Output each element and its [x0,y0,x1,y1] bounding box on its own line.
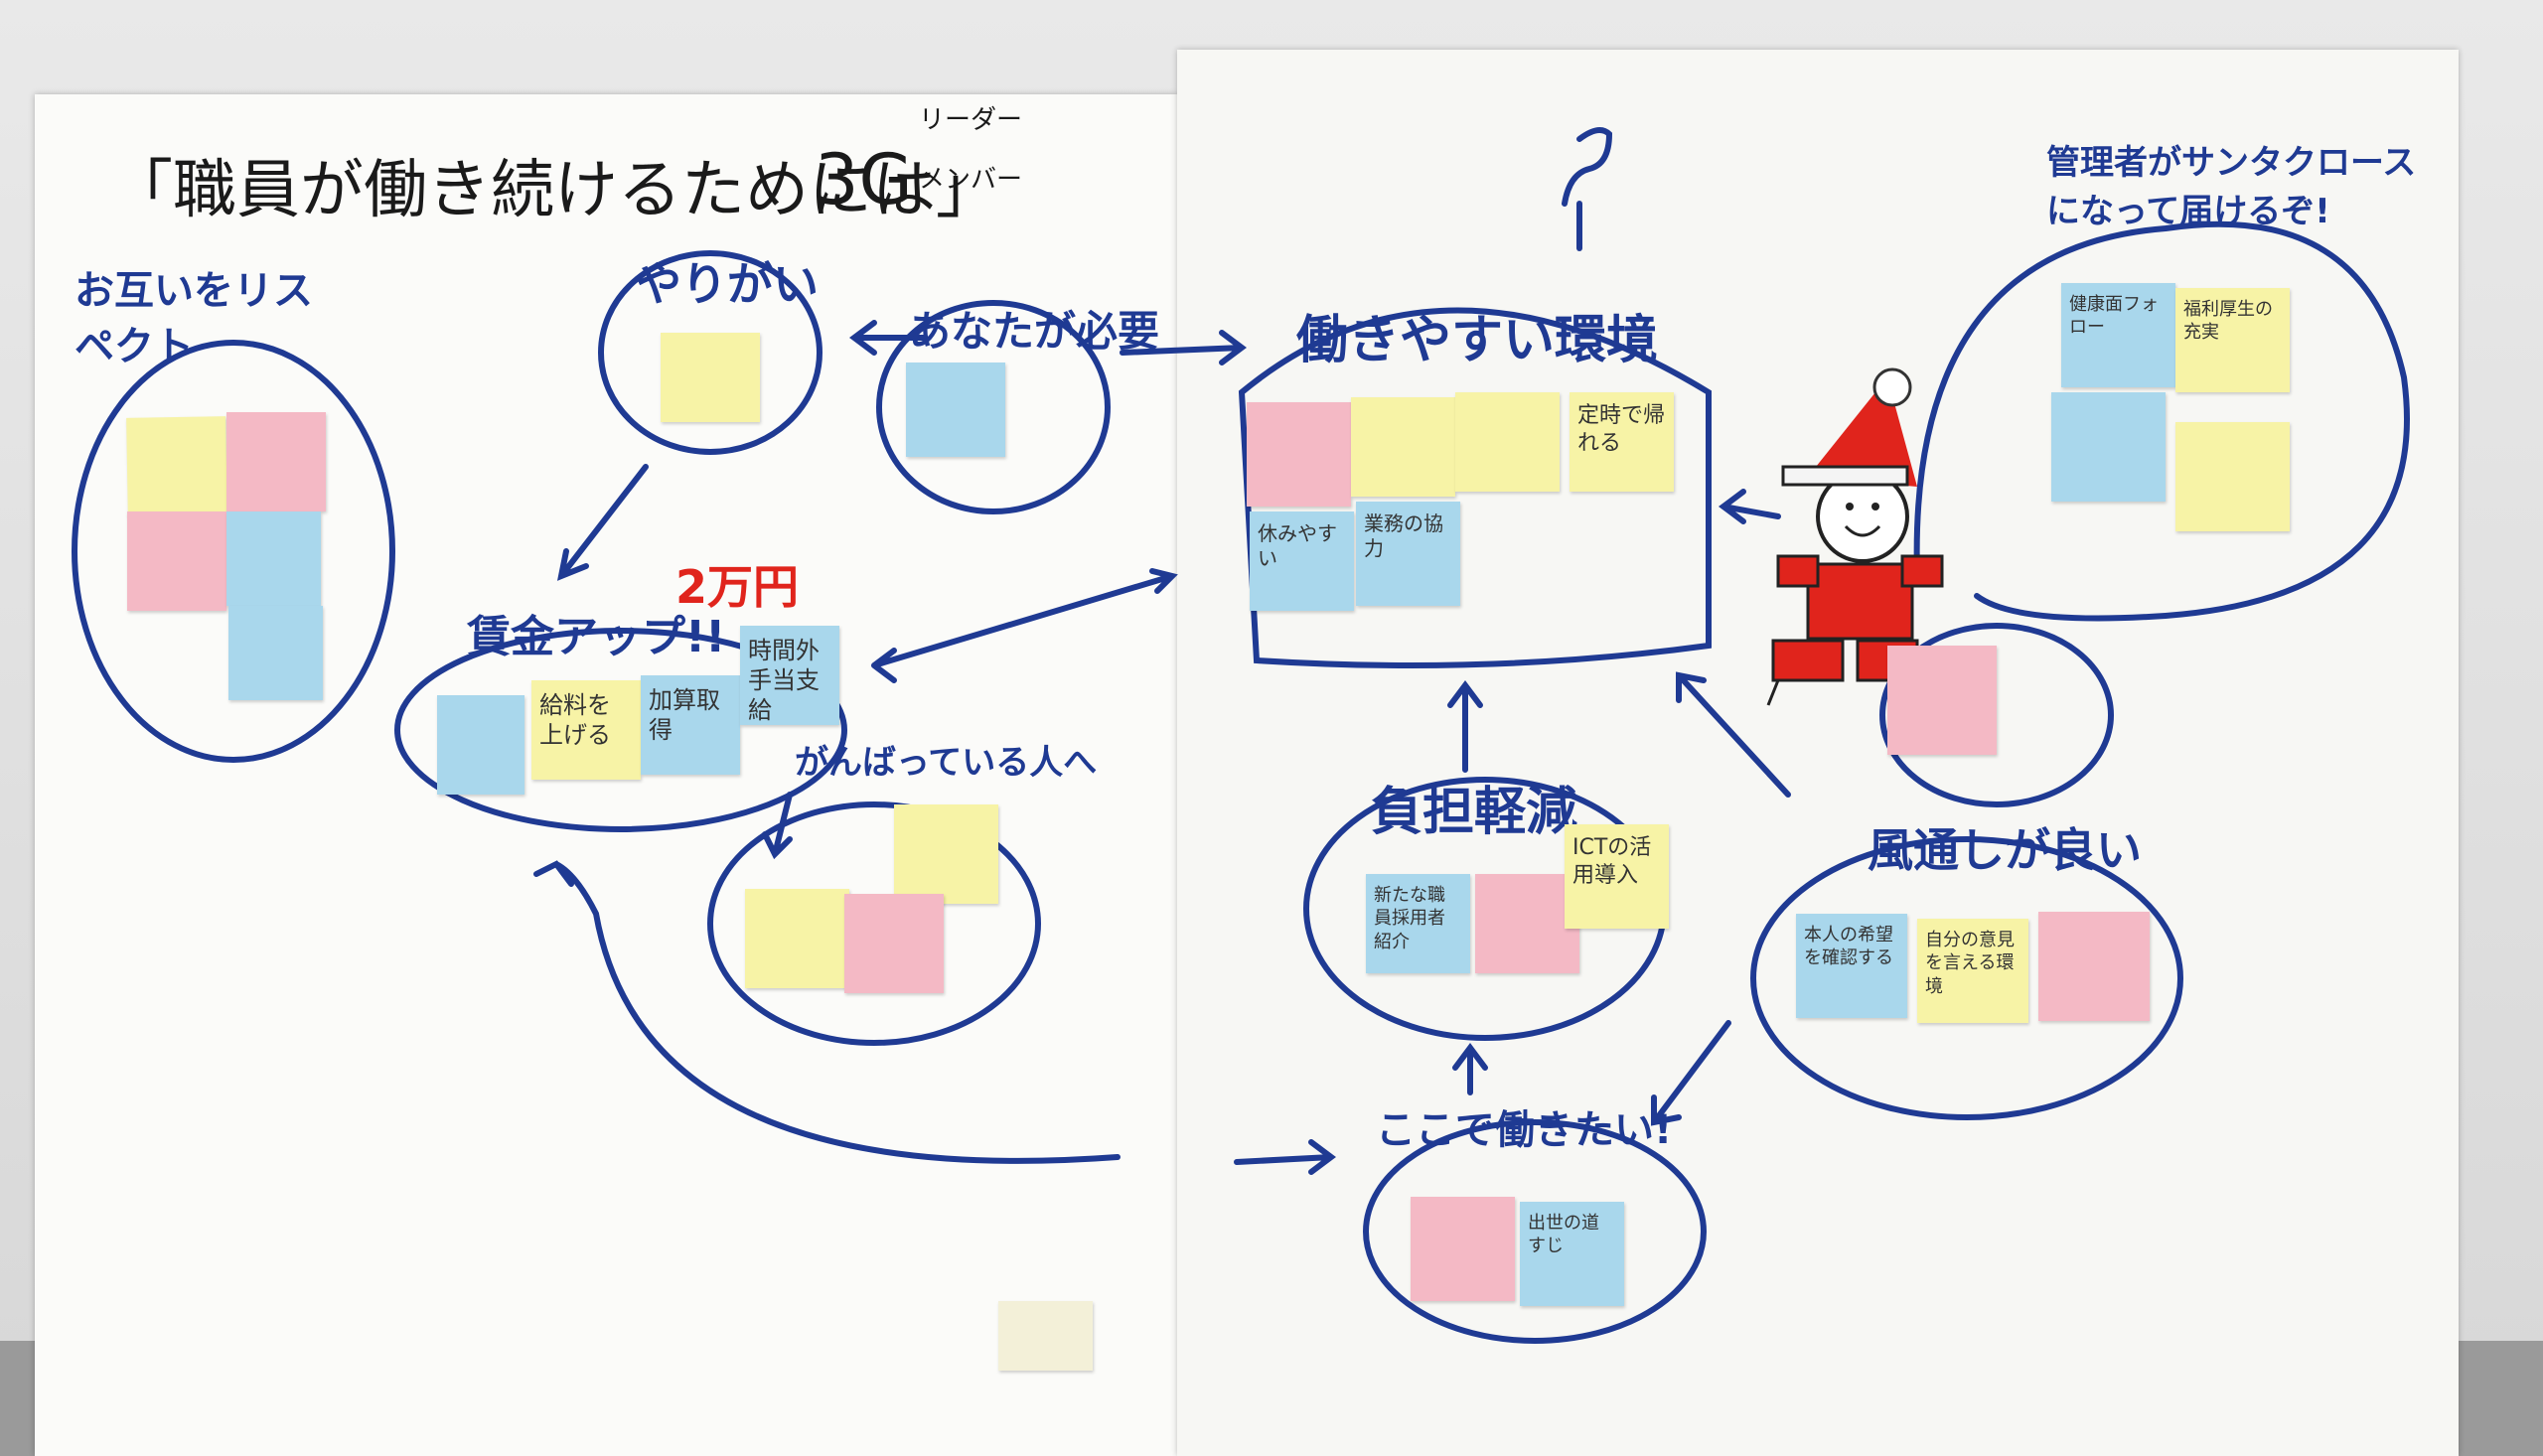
house-outline [1238,307,1712,668]
group-label: 3G [815,139,913,220]
yarigai-heading: やりがい [636,257,819,311]
arrow-wage-kankyo [871,568,1178,683]
arrow-anata-yarigai [849,320,927,356]
note-shusse: 出世の道すじ [1520,1202,1624,1306]
koko-oval [1363,1119,1707,1344]
leader-label: リーダー [919,105,1023,135]
respect-heading: お互いをリスペクト [75,268,313,369]
note-kyuryo: 給料を上げる [531,680,641,780]
note-teiji: 定時で帰れる [1570,392,1674,492]
kazetoshi-heading: 風通しが良い [1868,823,2142,877]
ganbaru-heading: がんばっている人へ [795,743,1098,783]
santa-note-oval [1879,623,2114,807]
sticky-note [894,804,998,904]
sticky-note [745,889,849,988]
anata-oval [876,300,1111,514]
arrow-kaze-koko [1651,1020,1731,1126]
sticky-note [127,511,226,611]
koko-heading: ここで働きたい! [1376,1107,1673,1153]
arrow-ganbaru-down [762,792,793,860]
note-shinki: 新たな職員採用者紹介 [1366,874,1470,973]
arrow-santa-kankyo [1719,489,1781,524]
note-jikangai: 時間外手当支給 [740,626,839,725]
santa-cloud [1913,220,2410,622]
note-iken: 自分の意見を言える環境 [1917,919,2028,1023]
arrow-kaze-kankyo [1676,671,1791,798]
sticky-note [1411,1197,1515,1301]
ganbaru-oval [707,801,1041,1046]
arrow-yarigai-wage [556,464,649,581]
board-title: 「職員が働き続けるためには」 [109,154,999,227]
smoke [1562,127,1613,207]
sticky-note [228,606,323,700]
note-kasan: 加算取得 [641,675,740,775]
respect-oval [72,340,395,763]
sticky-note [1475,874,1579,973]
note-fukuri: 福利厚生の充実 [2175,288,2290,392]
wage-oval [394,628,847,832]
sticky-note [2175,422,2290,531]
note-honnin: 本人の希望を確認する [1796,914,1907,1018]
sticky-note [126,416,227,517]
santa-figure [1766,367,1944,706]
arrow-koko-futan [1452,1043,1488,1095]
blank-note [998,1301,1093,1371]
anata-heading: あなたが必要 [909,307,1160,356]
sticky-note [437,695,524,795]
sticky-note [2051,392,2166,502]
sticky-note [226,511,321,606]
sticky-note [1887,646,1997,755]
sticky-note [2038,912,2150,1021]
arrow-to-koko [1234,1139,1336,1175]
sticky-note [226,412,326,511]
sticky-note [906,363,1005,457]
note-gyomu: 業務の協力 [1356,502,1460,606]
note-kenko: 健康面フォロー [2061,283,2175,387]
sticky-note [1351,397,1455,497]
arrow-koko-wage [533,860,1121,1164]
arrow-anata-kankyo [1120,330,1247,365]
member-label: メンバー [919,165,1023,195]
santa-heading: 管理者がサンタクロースになって届けるぞ! [2046,143,2417,232]
arrow-futan-kankyo [1447,680,1483,773]
sticky-note [1247,402,1351,507]
note-kyumi: 休みやすい [1250,511,1354,611]
kazetoshi-oval [1750,836,2183,1120]
sticky-note [661,333,760,422]
kankyo-heading: 働きやすい環境 [1296,311,1659,370]
sticky-note [844,894,944,993]
futan-heading: 負担軽減 [1371,783,1578,842]
note-ict: ICTの活用導入 [1565,824,1669,929]
whiteboard-right [1177,50,2459,1456]
yarigai-oval [598,250,823,455]
wage-heading: 賃金アップ!! [467,612,726,662]
wage-amount: 2万円 [675,560,800,614]
sticky-note [1455,392,1560,492]
